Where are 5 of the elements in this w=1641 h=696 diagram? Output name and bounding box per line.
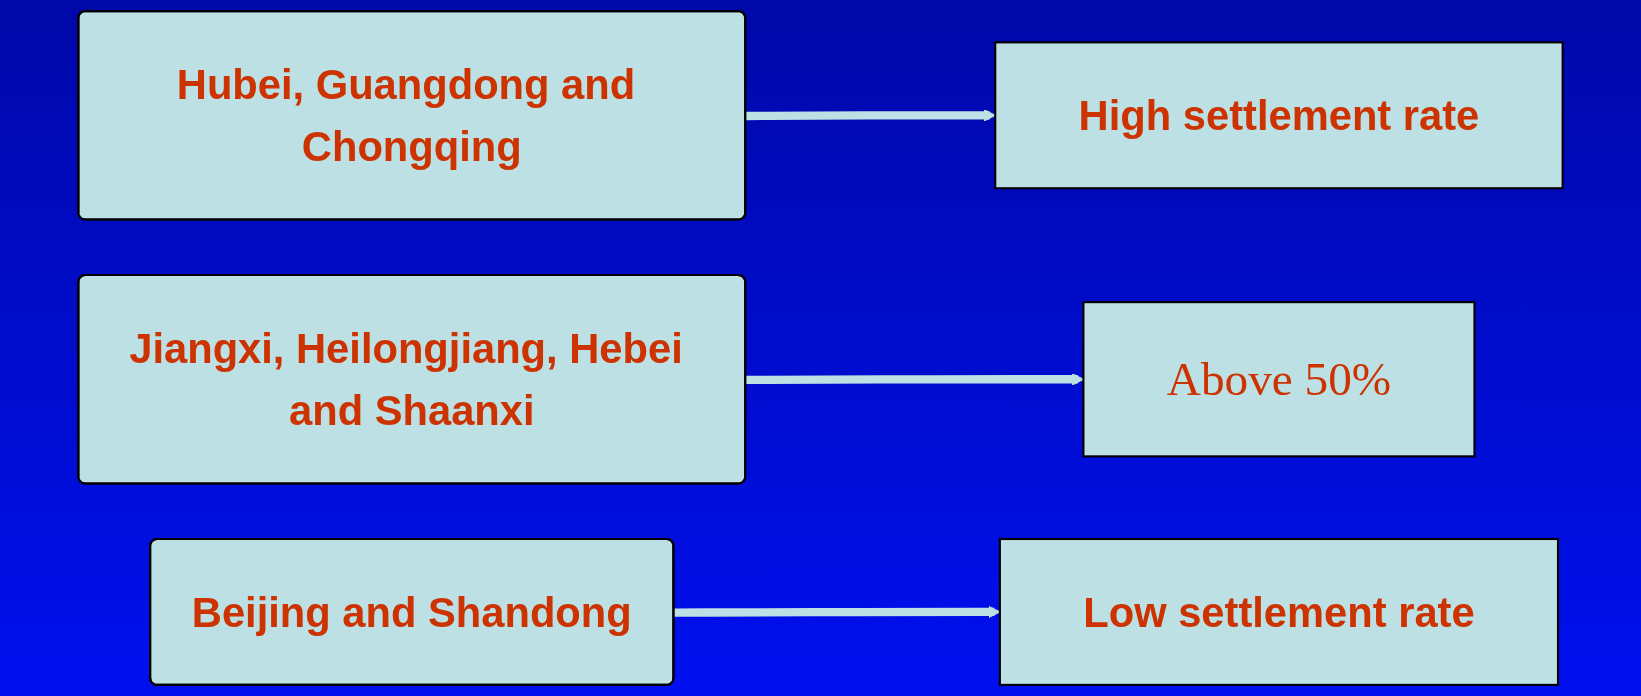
node-box: Above 50% <box>1082 301 1476 458</box>
arrow <box>745 373 1084 386</box>
arrow <box>745 109 996 122</box>
node-box: Low settlement rate <box>998 538 1560 686</box>
node-box: High settlement rate <box>994 41 1564 190</box>
